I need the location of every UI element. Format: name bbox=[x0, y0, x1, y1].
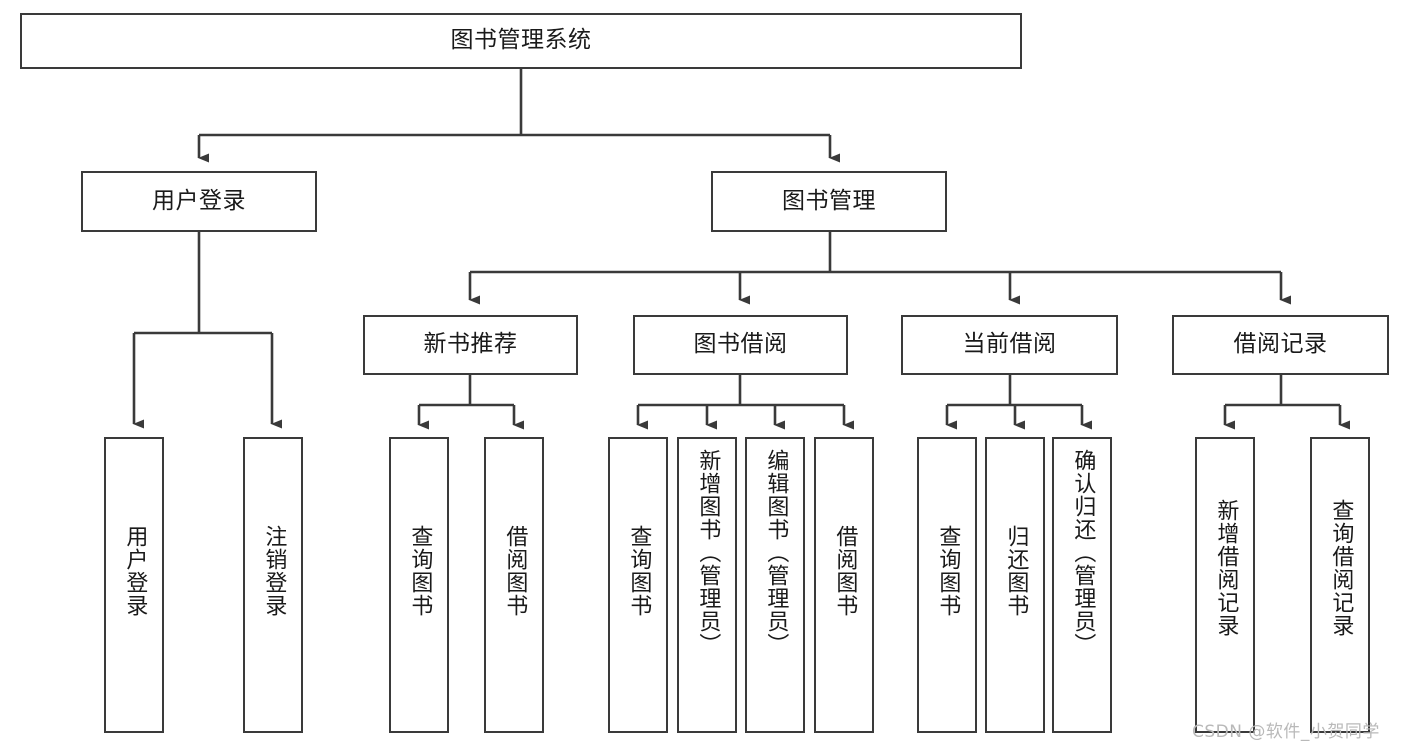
node-leaf-query-book-borrow-label: 查询图书 bbox=[626, 525, 652, 617]
node-book-borrow[interactable]: 图书借阅 bbox=[633, 315, 848, 375]
csdn-watermark: CSDN @软件_小贺同学 bbox=[1192, 722, 1380, 742]
node-leaf-borrow-book-recommend-label: 借阅图书 bbox=[502, 525, 528, 617]
node-root-label: 图书管理系统 bbox=[450, 27, 592, 54]
node-borrow-record[interactable]: 借阅记录 bbox=[1172, 315, 1389, 375]
node-leaf-borrow-book[interactable]: 借阅图书 bbox=[814, 437, 874, 733]
node-leaf-add-book-admin[interactable]: 新增图书（管理员） bbox=[677, 437, 737, 733]
node-leaf-query-borrow-record-label: 查询借阅记录 bbox=[1328, 499, 1354, 637]
node-root[interactable]: 图书管理系统 bbox=[20, 13, 1022, 69]
node-book-management[interactable]: 图书管理 bbox=[711, 171, 947, 232]
node-leaf-return-book-label: 归还图书 bbox=[1003, 525, 1029, 617]
node-leaf-return-book[interactable]: 归还图书 bbox=[985, 437, 1045, 733]
node-leaf-confirm-return-admin-label: 确认归还（管理员） bbox=[1070, 449, 1096, 656]
node-leaf-borrow-book-label: 借阅图书 bbox=[832, 525, 858, 617]
node-leaf-query-book-current[interactable]: 查询图书 bbox=[917, 437, 977, 733]
node-user-login[interactable]: 用户登录 bbox=[81, 171, 317, 232]
node-leaf-add-book-admin-label: 新增图书（管理员） bbox=[695, 449, 721, 656]
node-leaf-query-borrow-record[interactable]: 查询借阅记录 bbox=[1310, 437, 1370, 733]
node-leaf-add-borrow-record-label: 新增借阅记录 bbox=[1213, 499, 1239, 637]
node-leaf-confirm-return-admin[interactable]: 确认归还（管理员） bbox=[1052, 437, 1112, 733]
node-leaf-user-login-label: 用户登录 bbox=[122, 525, 148, 617]
node-current-borrow[interactable]: 当前借阅 bbox=[901, 315, 1118, 375]
node-leaf-query-book-current-label: 查询图书 bbox=[935, 525, 961, 617]
node-leaf-user-login[interactable]: 用户登录 bbox=[104, 437, 164, 733]
node-book-borrow-label: 图书借阅 bbox=[693, 331, 788, 358]
node-user-login-label: 用户登录 bbox=[152, 187, 246, 214]
node-leaf-borrow-book-recommend[interactable]: 借阅图书 bbox=[484, 437, 544, 733]
node-new-book-recommend[interactable]: 新书推荐 bbox=[363, 315, 578, 375]
node-new-book-recommend-label: 新书推荐 bbox=[423, 331, 518, 358]
node-borrow-record-label: 借阅记录 bbox=[1233, 331, 1328, 358]
node-leaf-logout[interactable]: 注销登录 bbox=[243, 437, 303, 733]
node-leaf-query-book-recommend[interactable]: 查询图书 bbox=[389, 437, 449, 733]
node-current-borrow-label: 当前借阅 bbox=[962, 331, 1057, 358]
node-leaf-add-borrow-record[interactable]: 新增借阅记录 bbox=[1195, 437, 1255, 733]
node-leaf-query-book-borrow[interactable]: 查询图书 bbox=[608, 437, 668, 733]
node-leaf-edit-book-admin-label: 编辑图书（管理员） bbox=[763, 449, 789, 656]
node-leaf-query-book-recommend-label: 查询图书 bbox=[407, 525, 433, 617]
node-leaf-logout-label: 注销登录 bbox=[261, 525, 287, 617]
node-leaf-edit-book-admin[interactable]: 编辑图书（管理员） bbox=[745, 437, 805, 733]
node-book-management-label: 图书管理 bbox=[782, 187, 876, 214]
